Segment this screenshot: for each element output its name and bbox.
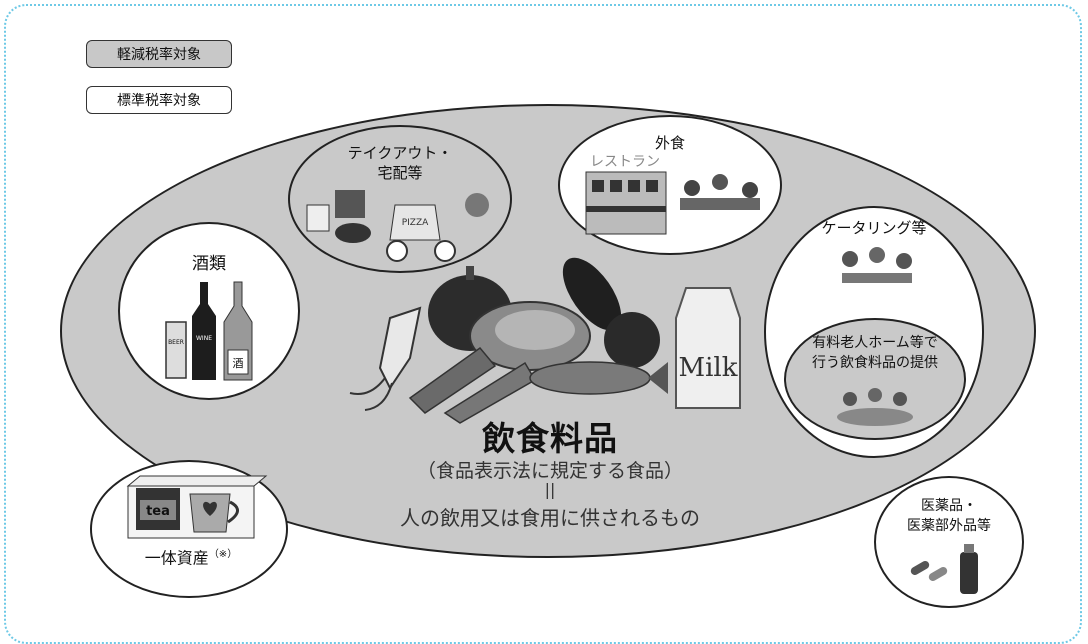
beer-label: BEER [168,339,184,346]
equals-sign: || [544,480,556,499]
food-description: 人の飲用又は食用に供されるもの [400,506,700,530]
takeout-label-line2: 宅配等 [377,164,423,182]
pizza-label: PIZZA [402,218,429,228]
quasi-drugs-line2: 医薬部外品等 [907,518,991,534]
wine-label: WINE [196,335,212,342]
food-beverage-title: 飲食料品 [482,419,618,458]
food-definition: （食品表示法に規定する食品） [416,460,683,482]
milk-label: Milk [678,353,737,383]
takeout-label-line1: テイクアウト・ [347,144,453,162]
integrated-assets-label: 一体資産（※） [144,548,238,568]
nursing-home-line1: 有料老人ホーム等で [812,335,938,351]
catering-illustration [842,247,912,283]
legend-standard-rate: 標準税率対象 [86,86,232,114]
quasi-drugs-line1: 医薬品・ [921,498,977,514]
alcohol-illustration: BEER WINE 酒 [165,281,253,381]
restaurant-illustration: レストラン [585,154,760,235]
sake-label: 酒 [233,357,244,370]
nursing-home-line2: 行う飲食料品の提供 [812,355,938,371]
catering-label: ケータリング等 [821,219,927,237]
medicine-illustration [910,544,978,594]
takeout-illustration: PIZZA [306,190,489,262]
alcohol-label: 酒類 [192,254,226,274]
nursing-home-illustration [837,388,913,426]
integrated-assets-illustration: tea [126,475,268,539]
food-illustration: Milk [349,257,741,424]
legend-reduced-rate: 軽減税率対象 [86,40,232,68]
tea-label: tea [146,504,170,519]
integrated-assets-note: （※） [208,549,238,560]
dining-out-label: 外食 [654,134,685,152]
quasi-drugs-circle [874,476,1024,608]
restaurant-sign: レストラン [590,154,660,170]
